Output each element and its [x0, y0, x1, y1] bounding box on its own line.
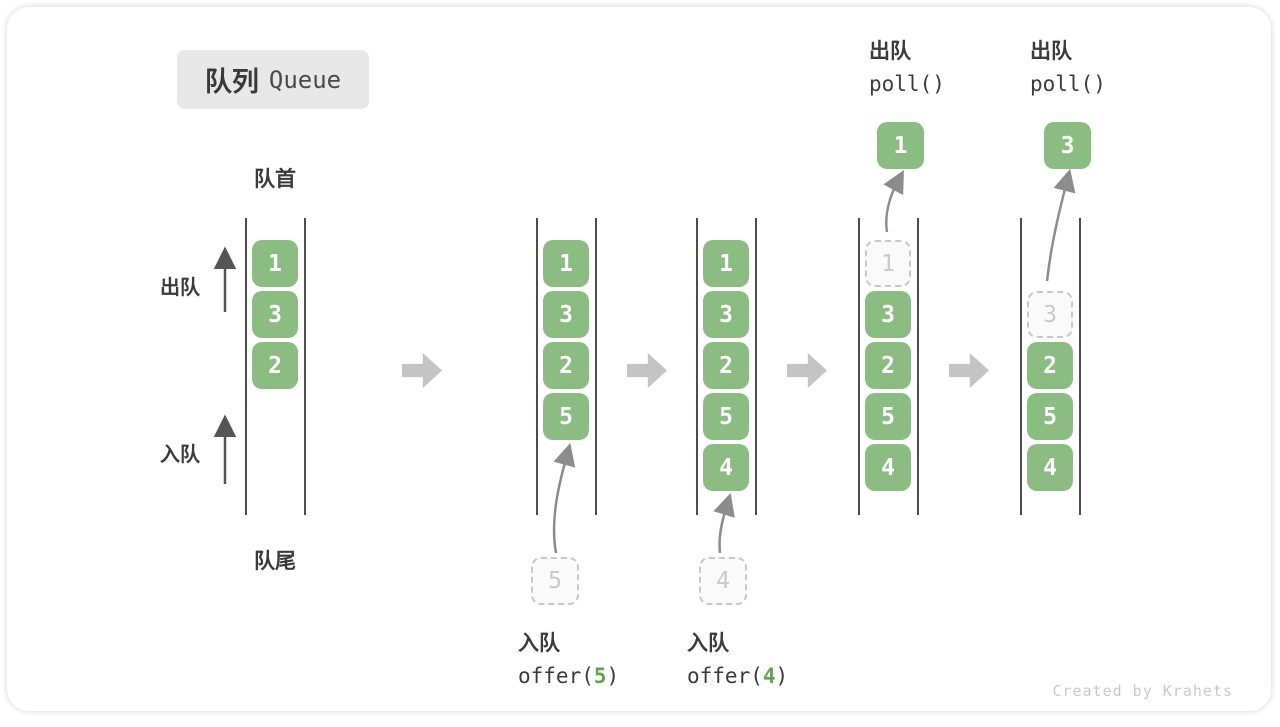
queue1-item: 2	[252, 342, 298, 389]
poll1-arrow	[883, 169, 904, 233]
enqueue4-code: offer(4)	[687, 664, 789, 688]
queue3-item: 5	[703, 393, 749, 440]
title-chip: 队列 Queue	[177, 50, 369, 109]
enqueue-side-label: 入队	[160, 444, 200, 466]
step-arrow-icon	[949, 353, 989, 388]
queue2-incoming-box: 5	[531, 557, 579, 605]
poll2-chinese: 出队	[1030, 40, 1072, 63]
queue1-left-wall	[245, 218, 247, 515]
enqueue5-arg: 5	[593, 664, 607, 688]
title-chinese: 队列	[204, 67, 259, 97]
queue4-item: 4	[865, 444, 911, 491]
queue5-left-wall	[1020, 218, 1022, 515]
step-arrow-icon	[402, 353, 442, 388]
enqueue5-code: offer(5)	[518, 664, 620, 688]
credit-text: Created by Krahets	[1052, 682, 1233, 700]
title-english: Queue	[268, 65, 342, 94]
queue3-item: 4	[703, 444, 749, 491]
queue4-polled-box: 1	[877, 122, 924, 169]
queue2-item: 5	[543, 393, 589, 440]
offer-op-label-4: 入队 offer(4)	[687, 627, 788, 688]
queue3-left-wall	[696, 218, 698, 515]
enqueue4-arrow	[713, 493, 735, 554]
enqueue4-chinese: 入队	[687, 632, 729, 655]
queue4-ghost-slot: 1	[865, 240, 911, 287]
poll1-chinese: 出队	[869, 40, 911, 63]
dequeue-side-label: 出队	[160, 277, 200, 299]
queue4-item: 3	[865, 291, 911, 338]
queue5-ghost-slot: 3	[1027, 291, 1073, 338]
queue4-left-wall	[858, 218, 860, 515]
queue3-incoming-box: 4	[699, 557, 747, 605]
poll-op-label-1: 出队 poll()	[869, 35, 945, 96]
queue1-item: 3	[252, 291, 298, 338]
queue-front-label: 队首	[254, 168, 296, 191]
offer-op-label-5: 入队 offer(5)	[518, 627, 619, 688]
enqueue4-arg: 4	[762, 664, 776, 688]
queue4-item: 2	[865, 342, 911, 389]
queue3-right-wall	[755, 218, 757, 515]
poll-op-label-2: 出队 poll()	[1030, 35, 1106, 96]
queue5-polled-box: 3	[1044, 122, 1091, 169]
enqueue5-arrow	[552, 442, 576, 554]
queue5-item: 2	[1027, 342, 1073, 389]
queue5-item: 5	[1027, 393, 1073, 440]
queue1-right-wall	[304, 218, 306, 515]
queue5-right-wall	[1079, 218, 1081, 515]
queue2-left-wall	[536, 218, 538, 515]
queue4-item: 5	[865, 393, 911, 440]
step-arrow-icon	[627, 353, 667, 388]
queue2-item: 2	[543, 342, 589, 389]
queue-rear-label: 队尾	[254, 550, 296, 573]
queue1-item: 1	[252, 240, 298, 287]
queue2-right-wall	[595, 218, 597, 515]
enqueue5-chinese: 入队	[518, 632, 560, 655]
step-arrow-icon	[787, 353, 827, 388]
queue2-item: 1	[543, 240, 589, 287]
queue2-item: 3	[543, 291, 589, 338]
queue3-item: 3	[703, 291, 749, 338]
poll2-code: poll()	[1030, 72, 1106, 96]
poll1-code: poll()	[869, 72, 945, 96]
poll2-arrow	[1045, 168, 1076, 282]
diagram-canvas: 队列 Queue 队首 队尾 出队 入队 1 3 2 1 3 2 5 5 1 3…	[7, 7, 1271, 711]
queue4-right-wall	[917, 218, 919, 515]
queue3-item: 1	[703, 240, 749, 287]
queue3-item: 2	[703, 342, 749, 389]
queue5-item: 4	[1027, 444, 1073, 491]
